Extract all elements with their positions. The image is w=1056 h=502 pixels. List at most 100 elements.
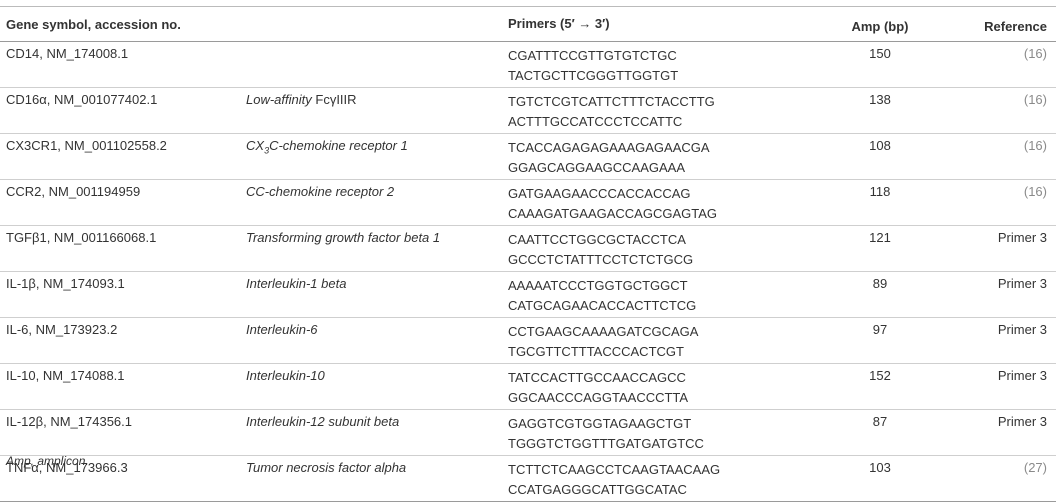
table-body: CD14, NM_174008.1 CGATTTCCGTTGTGTCTGC TACT… bbox=[0, 42, 1056, 502]
table-header: Gene symbol, accession no. Primers (5′ →… bbox=[0, 6, 1056, 42]
forward-primer: TGTCTCGTCATTCTTTCTACCTTG bbox=[508, 94, 715, 109]
header-row: Gene symbol, accession no. Primers (5′ →… bbox=[0, 6, 1056, 42]
reverse-primer: CATGCAGAACACCACTTCTCG bbox=[508, 298, 697, 313]
amplicon-cell: 138 bbox=[869, 92, 891, 107]
amplicon-cell: 150 bbox=[869, 46, 891, 61]
forward-primer: AAAAATCCCTGGTGCTGGCT bbox=[508, 278, 688, 293]
gene-cell: CCR2, NM_001194959 bbox=[6, 184, 141, 199]
header-amp: Amp (bp) bbox=[826, 6, 934, 42]
table-footnote: Amp, amplicon. bbox=[6, 454, 89, 468]
reference-cell: Primer 3 bbox=[997, 322, 1047, 337]
primer-cell: GAGGTCGTGGTAGAAGCTGT TGGGTCTGGTTTGATGATGT… bbox=[508, 410, 826, 456]
amplicon-cell: 97 bbox=[872, 322, 888, 337]
table-row: CCR2, NM_001194959 CC-chemokine receptor … bbox=[0, 180, 1056, 226]
gene-name-text: Interleukin-1 beta bbox=[246, 276, 347, 291]
gene-cell: IL-12β, NM_174356.1 bbox=[6, 414, 133, 429]
amplicon-cell: 121 bbox=[869, 230, 891, 245]
header-reference: Reference bbox=[934, 6, 1056, 42]
forward-primer: TATCCACTTGCCAACCAGCC bbox=[508, 370, 686, 385]
amplicon-cell: 87 bbox=[872, 414, 888, 429]
gene-name-cell: Tumor necrosis factor alpha bbox=[246, 456, 508, 502]
reference-link[interactable]: (16) bbox=[1023, 92, 1047, 107]
primer-cell: TGTCTCGTCATTCTTTCTACCTTG ACTTTGCCATCCCTCC… bbox=[508, 88, 826, 134]
gene-name-text: Interleukin-6 bbox=[246, 322, 318, 337]
table-row: CD16α, NM_001077402.1 Low-affinity FcγIII… bbox=[0, 88, 1056, 134]
gene-name-cell: Low-affinity FcγIIIR bbox=[246, 88, 508, 134]
gene-name-text: Interleukin-12 subunit beta bbox=[246, 414, 400, 429]
reference-link[interactable]: (16) bbox=[1023, 184, 1047, 199]
primer-cell: AAAAATCCCTGGTGCTGGCT CATGCAGAACACCACTTCTC… bbox=[508, 272, 826, 318]
primer-cell: CGATTTCCGTTGTGTCTGC TACTGCTTCGGGTTGGTGT bbox=[508, 42, 826, 88]
forward-primer: GAGGTCGTGGTAGAAGCTGT bbox=[508, 416, 692, 431]
gene-name-upright: FcγIIIR bbox=[315, 92, 357, 107]
gene-name-cell: CC-chemokine receptor 2 bbox=[246, 180, 508, 226]
primer-cell: TCACCAGAGAGAAAGAGAACGA GGAGCAGGAAGCCAAGAA… bbox=[508, 134, 826, 180]
reference-cell: Primer 3 bbox=[997, 368, 1047, 383]
amplicon-cell: 108 bbox=[869, 138, 891, 153]
gene-cell: IL-6, NM_173923.2 bbox=[6, 322, 118, 337]
header-gene: Gene symbol, accession no. bbox=[0, 6, 246, 42]
amplicon-cell: 89 bbox=[872, 276, 888, 291]
primer-cell: TATCCACTTGCCAACCAGCC GGCAACCCAGGTAACCCTTA bbox=[508, 364, 826, 410]
reference-cell: Primer 3 bbox=[997, 230, 1047, 245]
gene-name-cell bbox=[246, 42, 508, 88]
gene-name-cell: Interleukin-1 beta bbox=[246, 272, 508, 318]
reverse-primer: CCATGAGGGCATTGGCATAC bbox=[508, 482, 687, 497]
gene-cell: CX3CR1, NM_001102558.2 bbox=[6, 138, 167, 153]
amplicon-cell: 152 bbox=[869, 368, 891, 383]
reverse-primer: GGAGCAGGAAGCCAAGAAA bbox=[508, 160, 685, 175]
gene-name-text: CC-chemokine receptor 2 bbox=[246, 184, 395, 199]
gene-name-subscript: 3 bbox=[264, 145, 270, 156]
gene-name-text: Tumor necrosis factor alpha bbox=[246, 460, 407, 475]
gene-cell: IL-10, NM_174088.1 bbox=[6, 368, 125, 383]
gene-name-text: Low-affinity bbox=[246, 92, 316, 107]
forward-primer: TCACCAGAGAGAAAGAGAACGA bbox=[508, 140, 710, 155]
primer-cell: TCTTCTCAAGCCTCAAGTAACAAG CCATGAGGGCATTGGC… bbox=[508, 456, 826, 502]
gene-cell: IL-1β, NM_174093.1 bbox=[6, 276, 125, 291]
table-row: CD14, NM_174008.1 CGATTTCCGTTGTGTCTGC TACT… bbox=[0, 42, 1056, 88]
gene-cell: TGFβ1, NM_001166068.1 bbox=[6, 230, 157, 245]
reference-link[interactable]: (16) bbox=[1023, 46, 1047, 61]
table-row: TNFα, NM_173966.3 Tumor necrosis factor a… bbox=[0, 456, 1056, 502]
reverse-primer: TGGGTCTGGTTTGATGATGTCC bbox=[508, 436, 704, 451]
gene-name-text: Transforming growth factor beta 1 bbox=[246, 230, 441, 245]
gene-name-text: CX bbox=[246, 138, 265, 153]
gene-cell: CD16α, NM_001077402.1 bbox=[6, 92, 158, 107]
reverse-primer: TACTGCTTCGGGTTGGTGT bbox=[508, 68, 679, 83]
amplicon-cell: 118 bbox=[869, 184, 891, 199]
table-row: IL-6, NM_173923.2 Interleukin-6 CCTGAAGCAA… bbox=[0, 318, 1056, 364]
table-row: TGFβ1, NM_001166068.1 Transforming growth… bbox=[0, 226, 1056, 272]
forward-primer: CAATTCCTGGCGCTACCTCA bbox=[508, 232, 686, 247]
primer-table: Gene symbol, accession no. Primers (5′ →… bbox=[0, 6, 1056, 502]
gene-name-text: Interleukin-10 bbox=[246, 368, 325, 383]
reverse-primer: ACTTTGCCATCCCTCCATTC bbox=[508, 114, 683, 129]
table-row: IL-1β, NM_174093.1 Interleukin-1 beta AAAA… bbox=[0, 272, 1056, 318]
table-row: IL-12β, NM_174356.1 Interleukin-12 subuni… bbox=[0, 410, 1056, 456]
forward-primer: TCTTCTCAAGCCTCAAGTAACAAG bbox=[508, 462, 721, 477]
forward-primer: CGATTTCCGTTGTGTCTGC bbox=[508, 48, 677, 63]
reference-link[interactable]: (27) bbox=[1023, 460, 1047, 475]
gene-cell: CD14, NM_174008.1 bbox=[6, 46, 129, 61]
table-row: IL-10, NM_174088.1 Interleukin-10 TATCCACT… bbox=[0, 364, 1056, 410]
table-page: Gene symbol, accession no. Primers (5′ →… bbox=[0, 6, 1056, 502]
reference-link[interactable]: (16) bbox=[1023, 138, 1047, 153]
gene-name-text-suffix: C-chemokine receptor 1 bbox=[269, 138, 408, 153]
amplicon-cell: 103 bbox=[869, 460, 891, 475]
gene-cell: TNFα, NM_173966.3 bbox=[6, 460, 128, 475]
header-primers: Primers (5′ → 3′) bbox=[508, 6, 826, 42]
reverse-primer: GCCCTCTATTTCCTCTCTGCG bbox=[508, 252, 694, 267]
reference-cell: Primer 3 bbox=[997, 276, 1047, 291]
reverse-primer: CAAAGATGAAGACCAGCGAGTAG bbox=[508, 206, 717, 221]
primer-cell: CCTGAAGCAAAAGATCGCAGA TGCGTTCTTTACCCACTCG… bbox=[508, 318, 826, 364]
forward-primer: GATGAAGAACCCACCACCAG bbox=[508, 186, 691, 201]
gene-name-cell: CX3C-chemokine receptor 1 bbox=[246, 134, 508, 180]
header-name bbox=[246, 6, 508, 42]
gene-name-cell: Interleukin-10 bbox=[246, 364, 508, 410]
gene-name-cell: Interleukin-12 subunit beta bbox=[246, 410, 508, 456]
primer-cell: GATGAAGAACCCACCACCAG CAAAGATGAAGACCAGCGAG… bbox=[508, 180, 826, 226]
reverse-primer: GGCAACCCAGGTAACCCTTA bbox=[508, 390, 689, 405]
table-row: CX3CR1, NM_001102558.2 CX3C-chemokine rec… bbox=[0, 134, 1056, 180]
reverse-primer: TGCGTTCTTTACCCACTCGT bbox=[508, 344, 684, 359]
forward-primer: CCTGAAGCAAAAGATCGCAGA bbox=[508, 324, 699, 339]
primer-cell: CAATTCCTGGCGCTACCTCA GCCCTCTATTTCCTCTCTGC… bbox=[508, 226, 826, 272]
